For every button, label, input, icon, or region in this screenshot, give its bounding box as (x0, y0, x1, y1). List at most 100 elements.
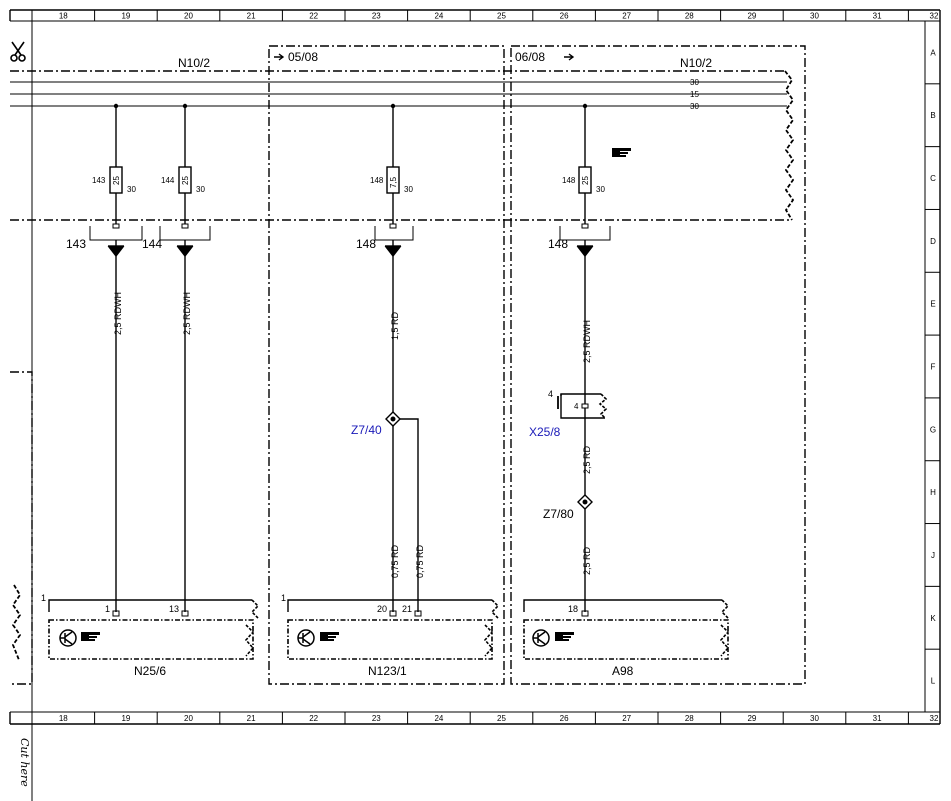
wire-label-z7-80-out: 2,5 RD (582, 546, 592, 575)
module-pin-n123-1-20: 20 (377, 604, 387, 614)
ruler-row-label: J (931, 551, 935, 560)
ruler-column-label: 30 (810, 12, 819, 21)
splice-label-z7-40: Z7/40 (351, 423, 382, 437)
ruler-column-label: 30 (810, 714, 819, 723)
fuse-rail-143: 30 (127, 185, 136, 194)
wire-label-z7-40-b: 0,75 RD (415, 544, 425, 578)
transistor-icon (59, 629, 77, 647)
fuse-rail-144: 30 (196, 185, 205, 194)
junction-dot (582, 103, 588, 109)
ruler-row-label: F (931, 363, 936, 372)
hand-pointer-icon (612, 148, 631, 157)
ruler-column-label: 23 (372, 12, 381, 21)
wire-label-x25-8-out: 2,5 RD (582, 445, 592, 474)
ruler-column-label: 28 (685, 714, 694, 723)
module-label-a98: A98 (612, 664, 634, 678)
fuse-branch-148-b (559, 106, 611, 612)
section-box-05-08 (268, 45, 505, 685)
section-ref-06-08: 06/08 (515, 50, 545, 64)
ruler-row-label: C (930, 174, 936, 183)
ruler-row-label: B (930, 111, 935, 120)
ruler-row-label: E (930, 300, 935, 309)
ruler-column-label: 32 (930, 12, 939, 21)
module-a98 (523, 599, 730, 660)
ruler-row-label: H (930, 488, 936, 497)
fuse-rating-148-b: 25 (581, 176, 590, 185)
ruler-column-label: 26 (560, 12, 569, 21)
module-pin-n25-6-13: 13 (169, 604, 179, 614)
wire-label-148-a: 1,5 RD (390, 311, 400, 340)
ruler-column-label: 20 (184, 714, 193, 723)
sheet-frame (9, 9, 941, 801)
ruler-column-label: 22 (309, 714, 318, 723)
module-label-n123-1: N123/1 (368, 664, 407, 678)
module-pin-n25-6-1: 1 (105, 604, 110, 614)
ruler-column-label: 32 (930, 714, 939, 723)
fuse-number-143: 143 (92, 176, 106, 185)
junction-dot (390, 103, 396, 109)
column-ruler: 1818191920202121222223232424252526262727… (31, 10, 939, 724)
wire-label-148-b: 2,5 RDWH (582, 320, 592, 363)
hand-pointer-icon (555, 632, 574, 641)
section-label-n10-2: N10/2 (680, 56, 712, 70)
ruler-row-label: G (930, 425, 936, 434)
ruler-column-label: 18 (59, 714, 68, 723)
fuse-number-148-a: 148 (370, 176, 384, 185)
module-pin-n123-1-21: 21 (402, 604, 412, 614)
ruler-column-label: 20 (184, 12, 193, 21)
fuse-terminal-148-b: 148 (548, 237, 568, 251)
connector-pin-outer: 4 (548, 389, 553, 399)
fuse-terminal-144: 144 (142, 237, 162, 251)
fuse-rail-148-a: 30 (404, 185, 413, 194)
fuse-rating-143: 25 (112, 176, 121, 185)
ruler-column-label: 19 (121, 12, 130, 21)
ruler-column-label: 29 (747, 714, 756, 723)
module-corner-pin-n123-1: 1 (281, 593, 286, 603)
rail-label-15: 15 (690, 90, 699, 99)
fuse-rating-144: 25 (181, 176, 190, 185)
section-ref-05-08: 05/08 (288, 50, 318, 64)
fuse-branch-144 (159, 106, 211, 612)
ruler-column-label: 23 (372, 714, 381, 723)
connector-pin-inner: 4 (574, 402, 579, 411)
wire-label-z7-40-a: 0,75 RD (390, 544, 400, 578)
hand-pointer-icon (320, 632, 339, 641)
arrow-right-icon (564, 53, 575, 61)
fuse-branch-143 (89, 106, 143, 612)
module-pin-a98-18: 18 (568, 604, 578, 614)
junction-dot (113, 103, 119, 109)
bus-label: N10/2 (178, 56, 210, 70)
left-offsheet-edge (11, 584, 22, 661)
ruler-column-label: 19 (121, 714, 130, 723)
ruler-column-label: 25 (497, 12, 506, 21)
section-box-06-08 (510, 45, 806, 685)
connector-x25-8 (557, 393, 608, 419)
ruler-column-label: 22 (309, 12, 318, 21)
module-n123-1 (287, 599, 500, 660)
ruler-column-label: 21 (247, 12, 256, 21)
ruler-column-label: 21 (247, 714, 256, 723)
wire-label-143: 2,5 RDWH (113, 292, 123, 335)
junction-dot (182, 103, 188, 109)
ruler-row-label: L (931, 677, 936, 686)
fuse-branch-148-a (374, 106, 419, 612)
ruler-column-label: 31 (873, 714, 882, 723)
wire-label-144: 2,5 RDWH (182, 292, 192, 335)
module-label-n25-6: N25/6 (134, 664, 166, 678)
ruler-column-label: 31 (873, 12, 882, 21)
ruler-column-label: 29 (747, 12, 756, 21)
ruler-column-label: 28 (685, 12, 694, 21)
hand-pointer-icon (81, 632, 100, 641)
ruler-column-label: 27 (622, 714, 631, 723)
fuse-rating-148-a: 7,5 (389, 176, 398, 188)
ruler-column-label: 27 (622, 12, 631, 21)
scissors-icon (10, 41, 26, 62)
module-corner-pin-n25-6: 1 (41, 593, 46, 603)
connector-label-x25-8: X25/8 (529, 425, 561, 439)
fuse-rail-148-b: 30 (596, 185, 605, 194)
fuse-number-148-b: 148 (562, 176, 576, 185)
left-offsheet-box (10, 371, 33, 685)
splice-label-z7-80: Z7/80 (543, 507, 574, 521)
